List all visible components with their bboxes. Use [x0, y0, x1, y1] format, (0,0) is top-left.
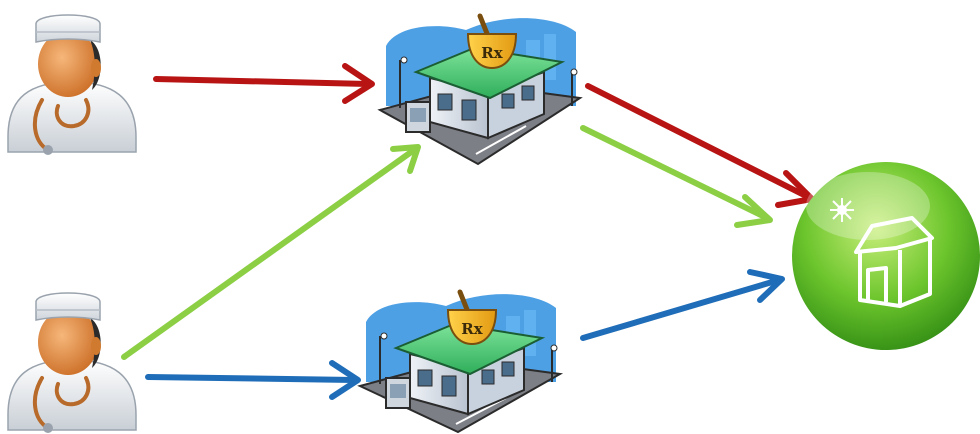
edge-pharmacy2-to-home	[580, 269, 785, 341]
home-icon	[792, 162, 980, 350]
rx-sign: Rx	[461, 320, 483, 338]
pharmacy-icon: Rx	[357, 289, 564, 434]
edge-doctor2-to-pharmacy1	[121, 144, 421, 360]
pharmacy-icon: Rx	[377, 13, 583, 166]
rx-sign: Rx	[481, 44, 503, 62]
edge-pharmacy1-to-home-green	[580, 125, 773, 228]
edge-doctor1-to-pharmacy1	[153, 63, 375, 104]
doctor-icon	[7, 14, 137, 155]
edges-layer	[121, 63, 815, 400]
sparkle-icon	[830, 198, 854, 222]
doctor-icon	[7, 292, 137, 433]
edge-doctor2-to-pharmacy2	[145, 360, 361, 400]
